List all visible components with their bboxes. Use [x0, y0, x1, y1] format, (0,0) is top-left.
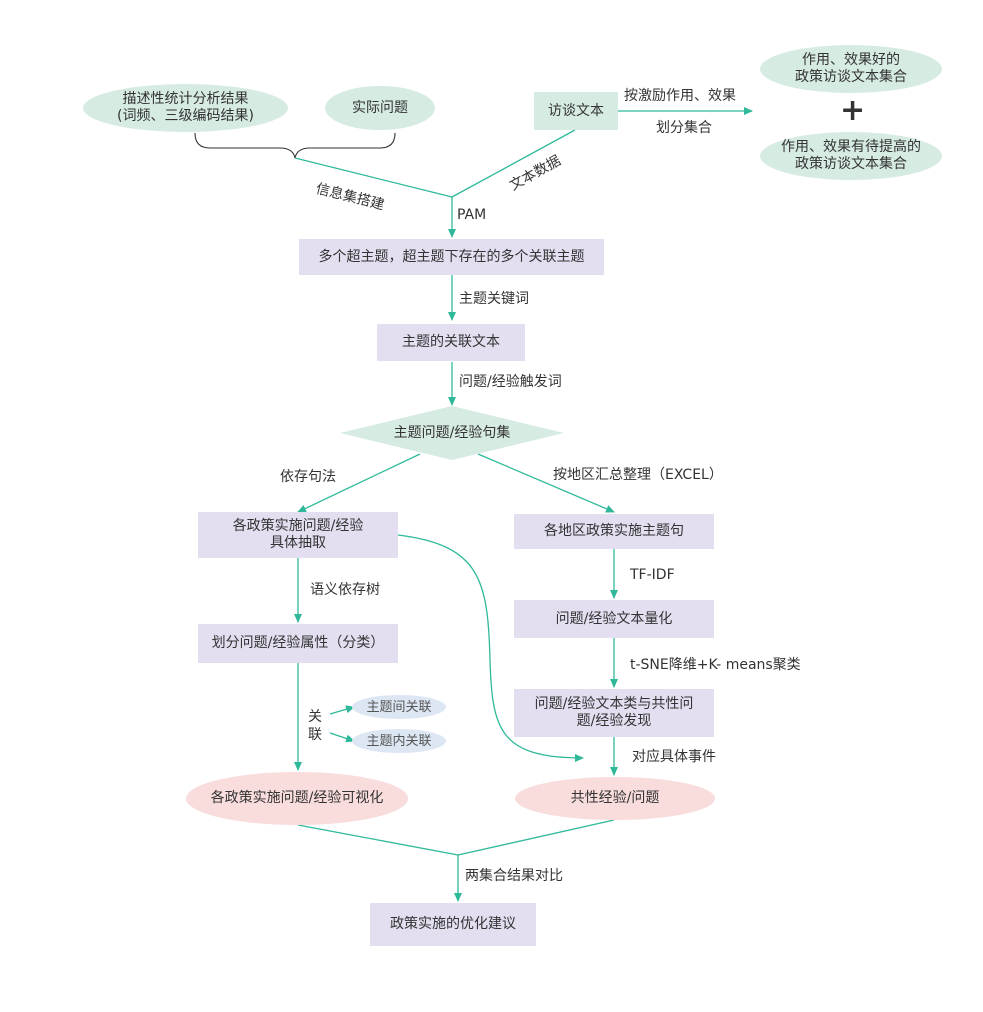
practical-issues-node: 实际问题 [325, 86, 435, 130]
edge-common-merge [457, 819, 615, 856]
interview-text-node: 访谈文本 [534, 92, 618, 130]
edge-label-trigger-words: 问题/经验触发词 [459, 374, 562, 390]
edge-text-data [451, 129, 576, 198]
edge-dependency-syntax [297, 453, 421, 513]
policy-issue-extract-node: 各政策实施问题/经验 具体抽取 [198, 512, 398, 558]
decision-diamond [340, 406, 564, 460]
edge-label-by-effect: 按激励作用、效果 [624, 88, 736, 104]
desc-stats-node: 描述性统计分析结果 (词频、三级编码结果) [83, 84, 288, 132]
plus-sign: + [840, 93, 866, 128]
edge-label-topic-keywords: 主题关键词 [459, 291, 529, 307]
edge-label-tfidf: TF-IDF [630, 567, 675, 583]
visualize-node: 各政策实施问题/经验可视化 [186, 772, 408, 825]
edge-label-compare-sets: 两集合结果对比 [465, 868, 563, 884]
optimization-node: 政策实施的优化建议 [370, 903, 536, 946]
intra-topic-node: 主题内关联 [352, 729, 446, 753]
edge-label-pam: PAM [457, 207, 487, 223]
improve-effect-set-node: 作用、效果有待提高的 政策访谈文本集合 [760, 132, 942, 180]
edge-label-dependency-syntax: 依存句法 [280, 469, 336, 485]
inter-topic-node: 主题间关联 [352, 695, 446, 719]
common-experience-node: 共性经验/问题 [515, 777, 715, 820]
topic-related-text-node: 主题的关联文本 [377, 324, 525, 361]
classify-attr-node: 划分问题/经验属性（分类） [198, 624, 398, 663]
edge-extract-to-common [397, 534, 584, 762]
edge-label-divide-set: 划分集合 [656, 120, 712, 136]
edge-visual-merge [297, 824, 459, 856]
edge-by-region [477, 453, 615, 513]
edge-label-tsne: t-SNE降维+K- means聚类 [630, 657, 801, 673]
edge-intra-topic [329, 732, 355, 743]
edge-inter-topic [329, 705, 355, 715]
edge-info-set [294, 157, 453, 198]
edge-label-by-region: 按地区汇总整理（EXCEL） [553, 467, 723, 483]
text-cluster-node: 问题/经验文本类与共性问 题/经验发现 [514, 689, 714, 737]
super-topics-node: 多个超主题，超主题下存在的多个关联主题 [299, 239, 604, 275]
region-topic-sentence-node: 各地区政策实施主题句 [514, 514, 714, 549]
topic-sentence-set-node: 主题问题/经验句集 [393, 424, 511, 441]
brace [194, 132, 396, 159]
edge-label-association: 关 联 [308, 709, 322, 743]
good-effect-set-node: 作用、效果好的 政策访谈文本集合 [760, 45, 942, 93]
edge-label-map-events: 对应具体事件 [632, 749, 716, 765]
text-quantify-node: 问题/经验文本量化 [514, 600, 714, 638]
edge-label-semantic-tree: 语义依存树 [310, 582, 380, 598]
